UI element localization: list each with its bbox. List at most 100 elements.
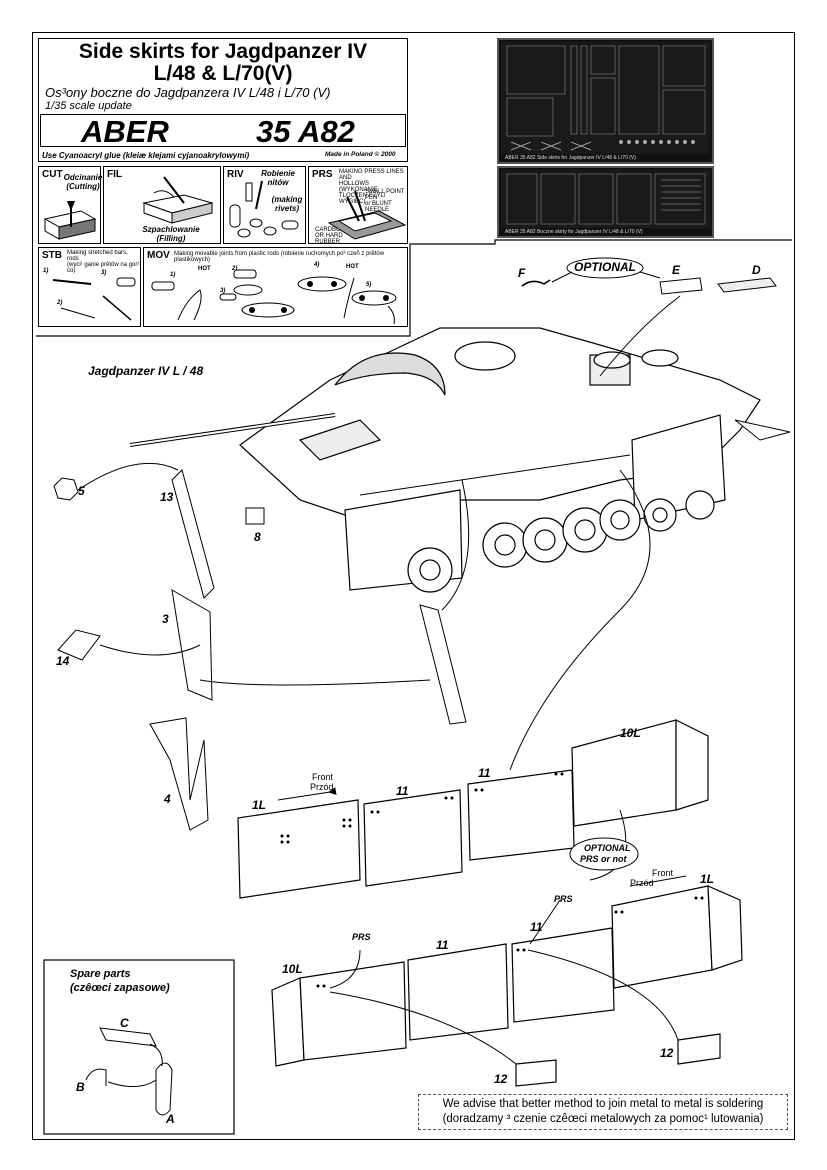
skirt-11-upper-b [467,769,575,861]
legend-prs-text2: SMALL POINT PEN or BLUNT NEEDLE [365,189,405,213]
brand-block: ABER 35 A82 [40,114,406,149]
spare-label-a: A [166,1112,175,1126]
jagdpanzer-hull [239,327,761,591]
part-label-12-right: 12 [660,1046,674,1060]
legend-riv-code: RIV [227,169,244,180]
legend-stb-code: STB [42,250,62,261]
optional-bubble [566,257,644,279]
advice-line2: (doradzamy ³ czenie czêœci metalowych za… [442,1113,764,1125]
advice-line1: We advise that better method to join met… [442,1098,764,1110]
mov-step5: 5) [366,282,372,288]
przod-label-lower: Przód [630,878,654,888]
legend-fil: FIL Szpachlowanie (Filling) [103,166,221,244]
part-label-13: 13 [160,490,174,504]
legend-cut-text: Odcinanie (Cutting) [63,173,103,191]
legend-mov: MOV Making movable joints from plastic r… [143,247,408,327]
title-line2: L/48 & L/70(V) [153,62,293,85]
legend-riv-text2: (making rivets) [271,195,303,213]
mov-hot-1: HOT [198,266,211,272]
bracket-mid [419,604,467,725]
fret-caption-bottom: ABER 35 A82 Boczne skirty for Jagdpanzer… [505,229,643,235]
legend-riv-text: Robienie nitów [261,169,295,187]
part-5 [53,477,79,501]
vehicle-label: Jagdpanzer IV L / 48 [88,364,204,378]
skirt-1L-upper [237,799,361,899]
fret-image-bottom: ABER 35 A82 Boczne skirty for Jagdpanzer… [497,166,714,238]
brand-name: ABER [81,114,169,149]
fret-image-top: ABER 35 A82 Side skirts for Jagdpanzer I… [497,38,714,164]
part-label-5: 5 [78,484,85,498]
part-e [659,277,703,295]
legend-stb-text: Making stretched bars, rods (wyci¹ ganie… [67,250,140,274]
skirt-1L-lower-wing [707,885,743,971]
part-14 [57,629,101,661]
part-label-1L-upper: 1L [252,798,267,812]
part-4 [149,717,209,831]
page-frame [32,32,795,1140]
part-label-10L-upper: 10L [620,726,641,740]
optional-label: OPTIONAL [574,260,636,274]
legend-fil-code: FIL [107,169,122,180]
skirt-10L-upper-wing [675,719,709,811]
skirt-row-upper [237,719,709,899]
mov-step3: 3) [220,288,226,294]
prs-illustration [327,190,407,240]
legend-mov-text: Making movable joints from plastic rods … [174,251,385,263]
part-label-4: 4 [164,792,171,806]
skirt-11-upper-a [363,789,463,887]
legend-prs-text3: CARDBOARD OR HARD RUBBER [315,227,354,245]
mov-step4: 4) [314,262,320,268]
legend-mov-code: MOV [147,250,170,261]
made-in: Made in Poland © 2000 [325,151,396,158]
przod-label-upper: Przód [310,782,334,792]
spare-subtitle: (czêœci zapasowe) [70,982,170,994]
title-subtitle: Os³ony boczne do Jagdpanzera IV L/48 i L… [45,85,331,100]
spare-part-c [99,1027,157,1047]
part-8 [245,507,265,525]
part-label-d: D [752,263,761,277]
part-f [521,279,551,287]
mov-illustration [151,269,397,325]
riv-illustration [229,180,299,238]
spare-label-c: C [120,1016,129,1030]
part-3 [171,589,213,701]
title-block: Side skirts for Jagdpanzer IV L/48 & L/7… [38,38,408,162]
part-label-f: F [518,266,526,280]
legend-fil-text: Szpachlowanie (Filling) [142,225,200,243]
stb-step2: 2) [57,300,63,306]
legend-prs-text: MAKING PRESS LINES AND HOLLOWS (WYKONANI… [339,169,404,205]
mov-step1: 1) [170,272,176,278]
part-12-left [515,1059,557,1087]
scale-label: 1/35 scale update [45,100,132,112]
part-13 [171,469,215,599]
part-d [717,277,777,293]
skirt-10L-lower-wing [271,977,305,1067]
part-label-10L-lower: 10L [282,962,303,976]
part-label-11-lower-b: 11 [530,920,543,934]
mov-hot-2: HOT [346,264,359,270]
skirt-10L-lower [299,961,407,1061]
legend-prs: PRS MAKING PRESS LINES AND HOLLOWS (WYKO… [308,166,408,245]
fil-illustration [142,176,214,224]
optional-prs-line2: PRS or not [580,854,627,864]
product-code: 35 A82 [256,114,355,149]
legend-prs-code: PRS [312,169,333,180]
road-wheels [407,490,715,593]
part-label-14: 14 [56,654,70,668]
part-12-right [677,1033,721,1065]
legend-stb: STB Making stretched bars, rods (wyci¹ g… [38,247,141,327]
part-label-11-lower-a: 11 [436,938,449,952]
spare-label-b: B [76,1080,85,1094]
stb-step3: 3) [101,270,107,276]
part-label-e: E [672,263,681,277]
skirt-1L-lower [611,885,713,989]
legend-riv: RIV Robienie nitów (making rivets) [223,166,306,244]
fret-caption-top: ABER 35 A82 Side skirts for Jagdpanzer I… [505,155,636,161]
mov-step2: 2) [232,266,238,272]
part-label-11-upper-b: 11 [478,766,491,780]
part-label-12-left: 12 [494,1072,508,1086]
glue-note: Use Cyanoacryl glue (kleiæ klejami cyjan… [42,151,250,160]
skirt-11-lower-b [511,927,615,1023]
part-label-11-upper-a: 11 [396,784,409,798]
